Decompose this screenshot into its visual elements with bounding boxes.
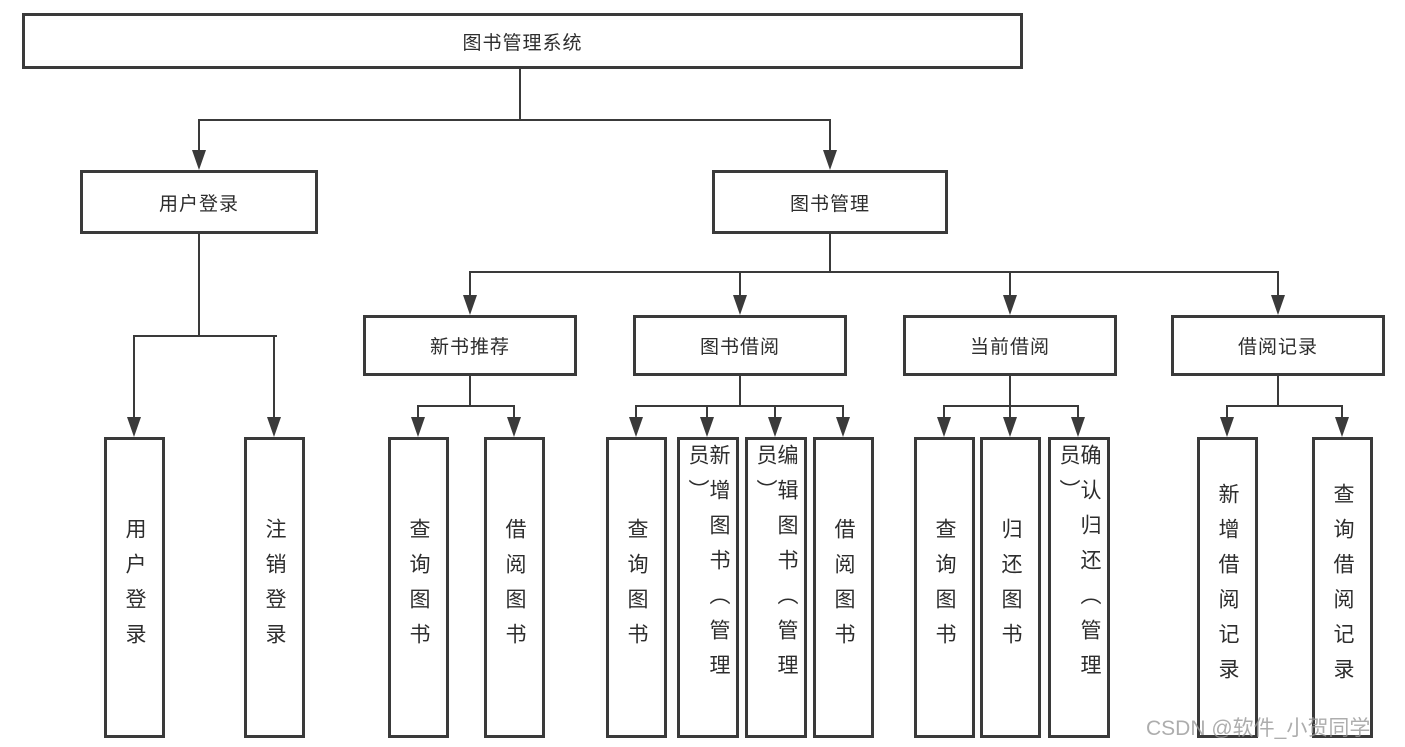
leaf-borrow-books-borrowing: 借阅图书 xyxy=(813,437,874,738)
edge-borrowing-records-stem xyxy=(1277,376,1279,407)
edge-user-login-stem xyxy=(198,234,200,337)
edge-borrowing-records-rail xyxy=(1226,405,1343,407)
arrowhead-to-current-borrowing xyxy=(1003,295,1017,315)
arrowhead-to-add-borrow-record xyxy=(1220,417,1234,437)
edge-book-borrowing-drop-3 xyxy=(774,405,776,417)
leaf-query-books-borrowing-label: 查询图书 xyxy=(625,517,648,658)
node-book-management: 图书管理 xyxy=(712,170,948,234)
leaf-query-books-current-label: 查询图书 xyxy=(933,517,956,658)
node-current-borrowing-label: 当前借阅 xyxy=(969,337,1050,358)
csdn-watermark: CSDN @软件_小贺同学 xyxy=(1146,717,1371,740)
leaf-query-books-borrowing: 查询图书 xyxy=(606,437,667,738)
edge-new-book-recommend-rail xyxy=(417,405,515,407)
arrowhead-to-query-borrow-record xyxy=(1335,417,1349,437)
node-user-login-label: 用户登录 xyxy=(158,193,239,215)
leaf-user-login: 用户登录 xyxy=(104,437,165,738)
arrowhead-to-user-login-leaf xyxy=(127,417,141,437)
edge-new-book-recommend-drop-2 xyxy=(513,405,515,417)
node-user-login: 用户登录 xyxy=(80,170,318,234)
node-book-borrowing-label: 图书借阅 xyxy=(699,337,780,358)
node-book-management-label: 图书管理 xyxy=(789,193,870,215)
leaf-query-borrow-record: 查询借阅记录 xyxy=(1312,437,1373,738)
edge-book-management-drop-3 xyxy=(1009,271,1011,295)
arrowhead-to-user-login xyxy=(192,150,206,170)
edge-book-borrowing-drop-4 xyxy=(842,405,844,417)
edge-borrowing-records-drop-1 xyxy=(1226,405,1228,417)
arrowhead-to-confirm-return-admin xyxy=(1071,417,1085,437)
node-new-book-recommend-label: 新书推荐 xyxy=(429,337,510,358)
edge-new-book-recommend-stem xyxy=(469,376,471,407)
arrowhead-to-borrow-books-borrowing xyxy=(836,417,850,437)
leaf-logout-label: 注销登录 xyxy=(263,517,286,658)
node-new-book-recommend: 新书推荐 xyxy=(363,315,577,376)
arrowhead-to-new-book-recommend xyxy=(463,295,477,315)
leaf-borrow-books-borrowing-label: 借阅图书 xyxy=(832,517,855,658)
leaf-return-books-label: 归还图书 xyxy=(999,517,1022,658)
leaf-query-books-recommend-label: 查询图书 xyxy=(407,517,430,658)
edge-book-management-drop-1 xyxy=(469,271,471,295)
arrowhead-to-add-books-admin xyxy=(700,417,714,437)
node-book-borrowing: 图书借阅 xyxy=(633,315,847,376)
edge-book-borrowing-rail xyxy=(635,405,844,407)
leaf-borrow-books-recommend: 借阅图书 xyxy=(484,437,545,738)
leaf-add-borrow-record: 新增借阅记录 xyxy=(1197,437,1258,738)
node-borrowing-records: 借阅记录 xyxy=(1171,315,1385,376)
edge-current-borrowing-drop-1 xyxy=(943,405,945,417)
node-borrowing-records-label: 借阅记录 xyxy=(1237,337,1318,358)
edge-current-borrowing-rail xyxy=(943,405,1079,407)
arrowhead-to-return-books xyxy=(1003,417,1017,437)
edge-root-rail xyxy=(198,119,831,121)
edge-book-borrowing-stem xyxy=(739,376,741,407)
arrowhead-to-book-management xyxy=(823,150,837,170)
arrowhead-to-edit-books-admin xyxy=(768,417,782,437)
arrowhead-to-book-borrowing xyxy=(733,295,747,315)
leaf-user-login-label: 用户登录 xyxy=(123,517,146,658)
arrowhead-to-query-books-recommend xyxy=(411,417,425,437)
leaf-borrow-books-recommend-label: 借阅图书 xyxy=(503,517,526,658)
edge-user-login-drop-1 xyxy=(133,335,135,417)
leaf-query-books-current: 查询图书 xyxy=(914,437,975,738)
arrowhead-to-logout-leaf xyxy=(267,417,281,437)
node-root-library-system: 图书管理系统 xyxy=(22,13,1023,69)
edge-new-book-recommend-drop-1 xyxy=(417,405,419,417)
edge-current-borrowing-drop-2 xyxy=(1009,405,1011,417)
leaf-query-books-recommend: 查询图书 xyxy=(388,437,449,738)
leaf-edit-books-admin: 编辑图书（管理员） xyxy=(745,437,807,738)
leaf-add-books-admin: 新增图书（管理员） xyxy=(677,437,739,738)
leaf-add-books-admin-label: 新增图书（管理员） xyxy=(686,443,730,689)
edge-current-borrowing-drop-3 xyxy=(1077,405,1079,417)
edge-root-drop-left xyxy=(198,119,200,152)
edge-book-management-drop-4 xyxy=(1277,271,1279,295)
leaf-confirm-return-admin: 确认归还（管理员） xyxy=(1048,437,1110,738)
leaf-logout: 注销登录 xyxy=(244,437,305,738)
arrowhead-to-query-books-borrowing xyxy=(629,417,643,437)
edge-root-stem xyxy=(519,69,521,120)
edge-book-management-drop-2 xyxy=(739,271,741,295)
edge-user-login-rail xyxy=(133,335,277,337)
arrowhead-to-borrow-books-recommend xyxy=(507,417,521,437)
edge-root-drop-right xyxy=(829,119,831,152)
edge-current-borrowing-stem xyxy=(1009,376,1011,407)
leaf-confirm-return-admin-label: 确认归还（管理员） xyxy=(1057,443,1101,689)
leaf-query-borrow-record-label: 查询借阅记录 xyxy=(1331,482,1354,693)
edge-book-borrowing-drop-1 xyxy=(635,405,637,417)
leaf-edit-books-admin-label: 编辑图书（管理员） xyxy=(754,443,798,689)
arrowhead-to-borrowing-records xyxy=(1271,295,1285,315)
leaf-return-books: 归还图书 xyxy=(980,437,1041,738)
arrowhead-to-query-books-current xyxy=(937,417,951,437)
edge-borrowing-records-drop-2 xyxy=(1341,405,1343,417)
leaf-add-borrow-record-label: 新增借阅记录 xyxy=(1216,482,1239,693)
edge-book-borrowing-drop-2 xyxy=(706,405,708,417)
edge-book-management-rail xyxy=(469,271,1279,273)
node-current-borrowing: 当前借阅 xyxy=(903,315,1117,376)
edge-user-login-drop-2 xyxy=(273,335,275,417)
edge-book-management-stem xyxy=(829,234,831,273)
node-root-label: 图书管理系统 xyxy=(462,32,583,54)
